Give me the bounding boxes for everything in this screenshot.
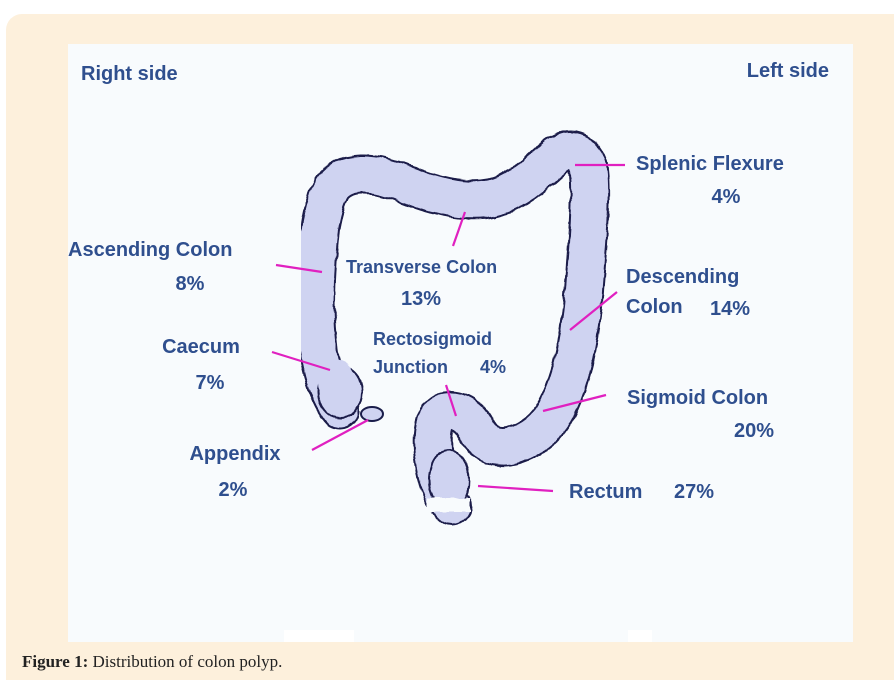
left-side-label: Left side <box>747 60 829 82</box>
transverse-colon-label: Transverse Colon <box>346 257 497 277</box>
transverse-colon-value: 13% <box>401 288 441 310</box>
ascending-colon-value: 8% <box>176 273 205 295</box>
descending-colon-label-line1: Descending <box>626 266 739 288</box>
splenic-flexure-label: Splenic Flexure <box>636 153 784 175</box>
descending-colon-value: 14% <box>710 298 750 320</box>
right-side-label: Right side <box>81 63 178 85</box>
rectum-value: 27% <box>674 481 714 503</box>
rectum-label: Rectum <box>569 481 642 503</box>
appendix-shape <box>361 407 383 421</box>
appendix-value: 2% <box>219 479 248 501</box>
pointer-rectum <box>478 486 553 491</box>
caption-label: Figure 1: <box>22 652 88 671</box>
rectosigmoid-label-line2: Junction <box>373 357 448 377</box>
descending-colon-label-line2: Colon <box>626 296 683 318</box>
appendix-label: Appendix <box>189 443 280 465</box>
splenic-flexure-value: 4% <box>712 186 741 208</box>
sigmoid-colon-value: 20% <box>734 420 774 442</box>
caecum-value: 7% <box>196 372 225 394</box>
rectosigmoid-value: 4% <box>480 357 506 377</box>
caption-text: Distribution of colon polyp. <box>88 652 282 671</box>
figure-caption: Figure 1: Distribution of colon polyp. <box>22 652 282 672</box>
sigmoid-colon-label: Sigmoid Colon <box>627 387 768 409</box>
rectosigmoid-label-line1: Rectosigmoid <box>373 329 492 349</box>
colon-shape <box>316 138 603 513</box>
ascending-colon-label: Ascending Colon <box>68 239 232 261</box>
caecum-label: Caecum <box>162 336 240 358</box>
